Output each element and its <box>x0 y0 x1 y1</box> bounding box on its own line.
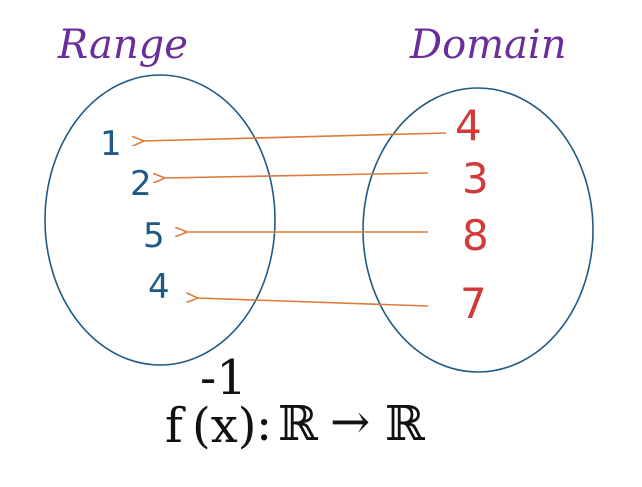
domain-value-4: 7 <box>460 279 487 328</box>
domain-heading: Domain <box>409 22 566 68</box>
range-value-4: 4 <box>148 267 170 307</box>
range-value-2: 2 <box>130 164 152 204</box>
mapping-arrow-1 <box>142 132 447 141</box>
formula-function: f <box>165 398 186 454</box>
domain-set-ellipse <box>362 87 594 373</box>
domain-value-1: 4 <box>455 101 482 150</box>
formula-argument: (x) <box>192 398 257 454</box>
range-value-3: 5 <box>143 216 165 256</box>
range-set-ellipse <box>44 74 276 366</box>
range-heading: Range <box>57 22 188 68</box>
mapping-arrow-4 <box>196 298 429 307</box>
formula-codomain-to: ℝ <box>385 396 425 452</box>
range-value-1: 1 <box>100 124 122 164</box>
formula-colon: : <box>256 396 272 452</box>
domain-value-2: 3 <box>462 154 489 203</box>
mapping-arrow-2 <box>163 172 429 178</box>
formula-arrow: → <box>330 394 370 450</box>
formula-codomain-from: ℝ <box>278 396 318 452</box>
formula-superscript: -1 <box>200 350 247 406</box>
domain-value-3: 8 <box>462 211 489 260</box>
